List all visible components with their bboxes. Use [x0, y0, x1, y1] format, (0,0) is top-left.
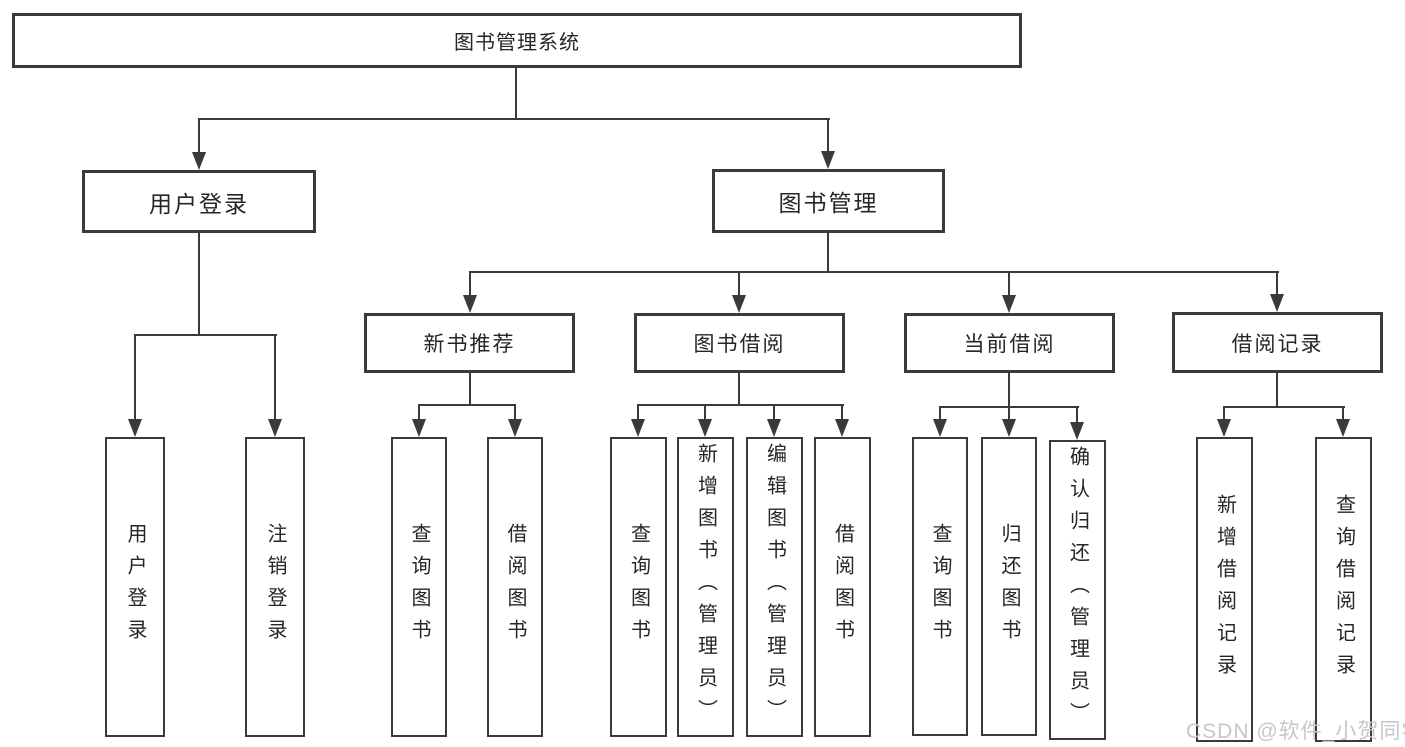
arrow-down-icon [821, 151, 835, 169]
leaf-user-login: 用户登录 [105, 437, 165, 737]
connector-line [198, 233, 200, 336]
arrow-down-icon [508, 419, 522, 437]
connector-line [1223, 406, 1345, 408]
connector-line [418, 404, 516, 406]
leaf-query-borrow-record: 查询借阅记录 [1315, 437, 1372, 742]
connector-line [1276, 373, 1278, 408]
leaf-query-books-borrowing: 查询图书 [610, 437, 667, 737]
leaf-logout: 注销登录 [245, 437, 305, 737]
connector-line [827, 118, 829, 154]
connector-line [1008, 271, 1010, 297]
connector-line [134, 334, 136, 421]
arrow-down-icon [732, 295, 746, 313]
connector-line [1076, 406, 1078, 424]
connector-line [515, 68, 517, 120]
arrow-down-icon [933, 419, 947, 437]
connector-line [1342, 406, 1344, 421]
connector-line [469, 271, 471, 297]
connector-line [939, 406, 941, 421]
arrow-down-icon [1336, 419, 1350, 437]
leaf-query-books-recommend: 查询图书 [391, 437, 447, 737]
connector-line [1276, 271, 1278, 297]
arrow-down-icon [463, 295, 477, 313]
node-library-system: 图书管理系统 [12, 13, 1022, 68]
arrow-down-icon [1002, 295, 1016, 313]
leaf-edit-books-admin: 编辑图书（管理员） [746, 437, 803, 737]
arrow-down-icon [698, 419, 712, 437]
leaf-query-books-current: 查询图书 [912, 437, 968, 736]
leaf-borrow-books-recommend: 借阅图书 [487, 437, 543, 737]
arrow-down-icon [1217, 419, 1231, 437]
connector-line [841, 404, 843, 421]
connector-line [1008, 406, 1010, 421]
node-book-management: 图书管理 [712, 169, 945, 233]
arrow-down-icon [767, 419, 781, 437]
leaf-add-books-admin: 新增图书（管理员） [677, 437, 734, 737]
arrow-down-icon [192, 152, 206, 170]
leaf-add-borrow-record: 新增借阅记录 [1196, 437, 1253, 742]
arrow-down-icon [1002, 419, 1016, 437]
connector-line [1223, 406, 1225, 421]
leaf-confirm-return-admin: 确认归还（管理员） [1049, 440, 1106, 740]
arrow-down-icon [1070, 422, 1084, 440]
watermark: CSDN @软件_小贺同学 [1186, 720, 1405, 743]
connector-line [738, 373, 740, 406]
leaf-return-books: 归还图书 [981, 437, 1037, 736]
node-user-login: 用户登录 [82, 170, 316, 233]
arrow-down-icon [1270, 294, 1284, 312]
arrow-down-icon [631, 419, 645, 437]
connector-line [738, 271, 740, 297]
node-book-borrowing: 图书借阅 [634, 313, 845, 373]
arrow-down-icon [412, 419, 426, 437]
connector-line [1008, 373, 1010, 408]
arrow-down-icon [128, 419, 142, 437]
node-current-borrowing: 当前借阅 [904, 313, 1115, 373]
connector-line [134, 334, 277, 336]
connector-line [514, 404, 516, 421]
arrow-down-icon [268, 419, 282, 437]
connector-line [827, 233, 829, 273]
connector-line [274, 334, 276, 421]
connector-line [198, 118, 200, 154]
connector-line [198, 118, 830, 120]
connector-line [418, 404, 420, 421]
connector-line [704, 404, 706, 421]
connector-line [637, 404, 639, 421]
connector-line [773, 404, 775, 421]
node-new-book-recommend: 新书推荐 [364, 313, 575, 373]
node-borrowing-records: 借阅记录 [1172, 312, 1383, 373]
connector-line [637, 404, 844, 406]
arrow-down-icon [835, 419, 849, 437]
connector-line [469, 271, 1279, 273]
connector-line [469, 373, 471, 406]
leaf-borrow-books-borrowing: 借阅图书 [814, 437, 871, 737]
